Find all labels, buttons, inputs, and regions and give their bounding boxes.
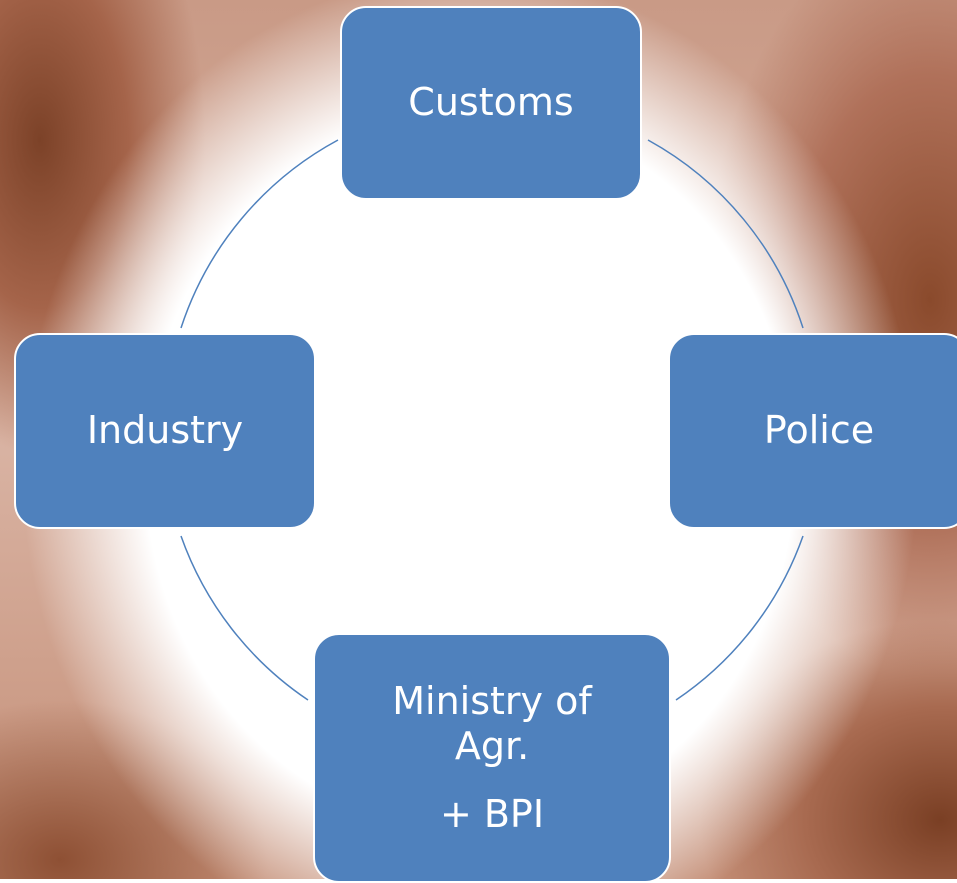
connector-left-top (180, 139, 339, 329)
connector-top-right (647, 139, 804, 329)
node-police-label: Police (763, 408, 875, 453)
node-customs-label: Customs (408, 80, 574, 125)
node-customs: Customs (340, 6, 642, 200)
node-industry-label: Industry (86, 408, 244, 453)
node-police: Police (668, 333, 957, 529)
node-ministry-of-agriculture: Ministry of Agr. + BPI (313, 633, 671, 883)
node-ministry-sublabel: + BPI (439, 791, 545, 836)
connector-right-bottom (675, 535, 804, 701)
node-industry: Industry (14, 333, 316, 529)
connector-bottom-left (180, 535, 309, 701)
node-ministry-label: Ministry of Agr. (392, 678, 592, 769)
